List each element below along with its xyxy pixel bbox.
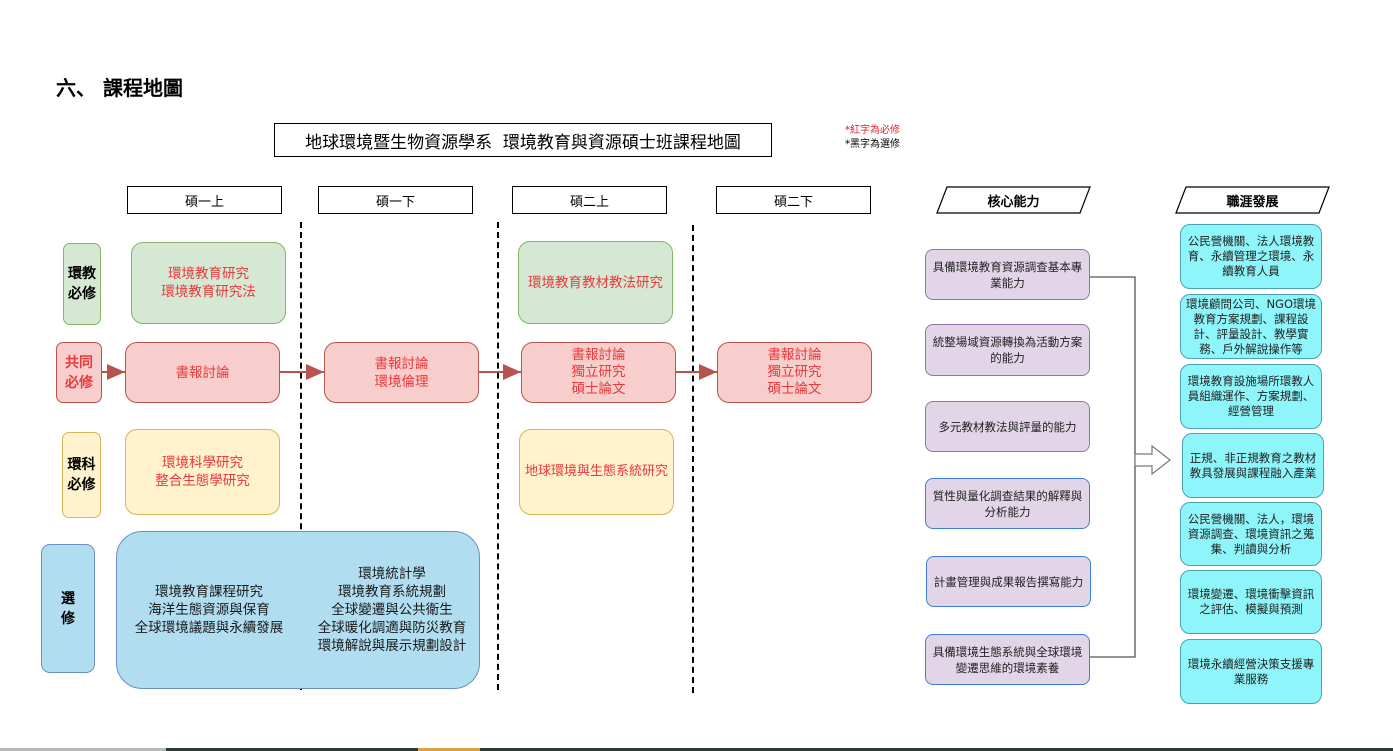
semester-header-1: 碩一上 bbox=[127, 186, 282, 214]
course-box-env-sci-y2s1: 地球環境與生態系統研究 bbox=[519, 429, 674, 515]
course-box-common-y1s2: 書報討論 環境倫理 bbox=[324, 342, 479, 403]
career-header: 職涯發展 bbox=[1175, 186, 1330, 214]
bottom-strip bbox=[0, 748, 1393, 751]
competency-bracket bbox=[1090, 276, 1136, 658]
section-title: 六、 課程地圖 bbox=[56, 76, 183, 100]
career-item: 環境變遷、環境衝擊資訊之評估、模擬與預測 bbox=[1180, 570, 1322, 634]
bottom-strip-segment bbox=[418, 748, 480, 751]
legend-elective: *黑字為選修 bbox=[845, 139, 900, 150]
parallelogram-shape bbox=[1175, 186, 1330, 214]
core-competency-item: 質性與量化調查結果的解釋與分析能力 bbox=[925, 478, 1090, 529]
core-competency-item: 具備環境生態系統與全球環境變遷思維的環境素養 bbox=[925, 634, 1090, 685]
core-competency-item: 具備環境教育資源調查基本專業能力 bbox=[925, 249, 1090, 300]
career-item: 公民營機關、法人，環境資源調查、環境資訊之蒐集、判讀與分析 bbox=[1180, 502, 1322, 566]
course-box-env-edu-y2s1: 環境教育教材教法研究 bbox=[518, 241, 673, 324]
elective-courses-y1s1: 環境教育課程研究 海洋生態資源與保育 全球環境議題與永續發展 bbox=[134, 584, 284, 636]
category-common-required: 共同 必修 bbox=[56, 342, 102, 403]
career-item: 環境教育設施場所環教人員組織運作、方案規劃、經營管理 bbox=[1180, 364, 1322, 429]
hollow-arrow-right-icon bbox=[1134, 444, 1171, 476]
category-env-edu-required: 環教 必修 bbox=[63, 243, 101, 325]
elective-courses-y1s2: 環境統計學 環境教育系統規劃 全球變遷與公共衛生 全球暖化調適與防災教育 環境解… bbox=[317, 566, 467, 654]
semester-divider bbox=[300, 222, 302, 690]
core-competency-item: 計畫管理與成果報告撰寫能力 bbox=[926, 556, 1091, 607]
semester-divider bbox=[497, 222, 499, 690]
legend: *紅字為必修 *黑字為選修 bbox=[845, 124, 900, 152]
course-box-common-y1s1: 書報討論 bbox=[125, 342, 280, 403]
course-box-common-y2s2: 書報討論 獨立研究 碩士論文 bbox=[717, 342, 872, 403]
career-item: 正規、非正規教育之教材教具發展與課程融入產業 bbox=[1182, 433, 1324, 498]
core-competency-header: 核心能力 bbox=[936, 186, 1091, 214]
legend-required: *紅字為必修 bbox=[845, 125, 900, 136]
core-competency-item: 多元教材教法與評量的能力 bbox=[925, 401, 1090, 452]
course-box-env-edu-y1s1: 環境教育研究 環境教育研究法 bbox=[131, 242, 286, 324]
core-competency-item: 統整場域資源轉換為活動方案的能力 bbox=[925, 324, 1090, 376]
parallelogram-shape bbox=[936, 186, 1091, 214]
elective-box: 環境教育課程研究 海洋生態資源與保育 全球環境議題與永續發展 環境統計學 環境教… bbox=[116, 531, 480, 689]
career-item: 環境顧問公司、NGO環境教育方案規劃、課程設計、評量設計、教學實務、戶外解說操作… bbox=[1180, 294, 1322, 359]
career-item: 公民營機關、法人環境教育、永續管理之環境、永續教育人員 bbox=[1180, 224, 1322, 289]
semester-header-2: 碩一下 bbox=[318, 186, 473, 214]
semester-divider bbox=[692, 225, 694, 693]
category-elective: 選 修 bbox=[41, 544, 95, 673]
core-competency-header-label: 核心能力 bbox=[987, 194, 1040, 210]
semester-header-4: 碩二下 bbox=[716, 186, 871, 214]
career-header-label: 職涯發展 bbox=[1226, 194, 1279, 210]
category-env-sci-required: 環科 必修 bbox=[62, 432, 101, 518]
career-item: 環境永續經營決策支援專業服務 bbox=[1180, 639, 1322, 704]
bottom-strip-segment bbox=[0, 748, 166, 751]
course-box-env-sci-y1s1: 環境科學研究 整合生態學研究 bbox=[125, 429, 280, 515]
semester-header-3: 碩二上 bbox=[512, 186, 667, 214]
map-title: 地球環境暨生物資源學系 環境教育與資源碩士班課程地圖 bbox=[274, 123, 772, 157]
course-box-common-y2s1: 書報討論 獨立研究 碩士論文 bbox=[521, 342, 676, 403]
